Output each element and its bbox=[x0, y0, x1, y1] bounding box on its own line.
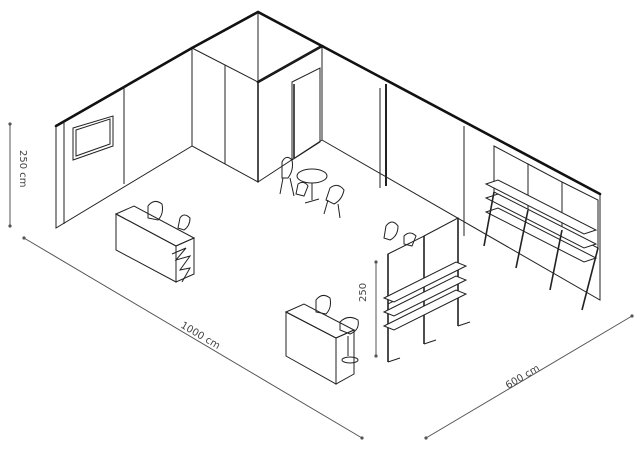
wall-screen bbox=[72, 115, 114, 161]
height-dimension: 250 cm bbox=[8, 122, 28, 228]
length-dimension: 1000 cm bbox=[22, 236, 364, 440]
cafe-table-set bbox=[279, 156, 345, 219]
length-label: 1000 cm bbox=[178, 320, 221, 352]
wall-shelving-unit bbox=[483, 145, 599, 311]
width-label: 600 cm bbox=[504, 363, 542, 392]
right-back-wall bbox=[320, 44, 602, 301]
width-dimension: 600 cm bbox=[424, 314, 634, 440]
height-label: 250 cm bbox=[17, 150, 28, 188]
slatted-wall-panel bbox=[191, 47, 259, 183]
reception-counter-front bbox=[284, 294, 359, 385]
reception-counter-left bbox=[114, 200, 196, 283]
freestanding-shelf-display bbox=[382, 217, 471, 363]
shelf-height-dimension: 250 bbox=[358, 260, 378, 358]
shelf-height-label: 250 bbox=[358, 283, 369, 302]
storage-door bbox=[291, 67, 321, 161]
